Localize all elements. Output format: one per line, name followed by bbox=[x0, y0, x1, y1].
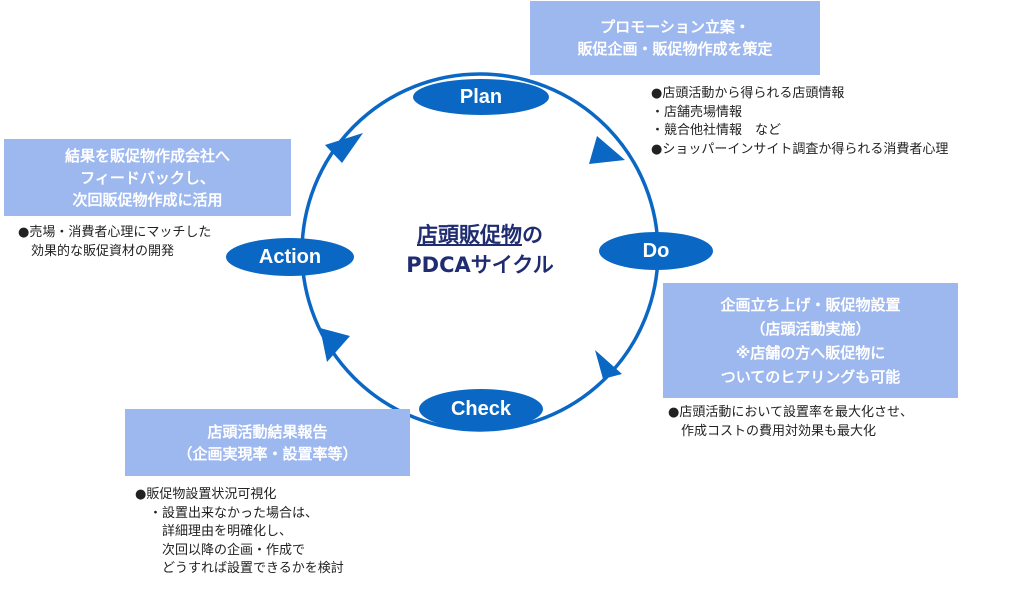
phase-do: Do bbox=[599, 232, 713, 270]
check-note: ●販促物設置状況可視化 bbox=[135, 487, 277, 502]
action-note: 効果的な販促資材の開発 bbox=[31, 243, 175, 259]
arrow-do-to-check bbox=[595, 350, 622, 379]
center-title-line1: 店頭販促物の bbox=[380, 220, 580, 250]
check-box: 店頭活動結果報告 （企画実現率・設置率等） bbox=[125, 409, 410, 476]
center-title-suffix: の bbox=[522, 223, 543, 247]
phase-plan: Plan bbox=[413, 79, 549, 115]
check-note: どうすれば設置できるかを検討 bbox=[162, 561, 344, 576]
center-title-underlined: 店頭販促物 bbox=[417, 223, 522, 247]
check-note: 次回以降の企画・作成で bbox=[162, 542, 306, 558]
action-notes: ●売場・消費者心理にマッチした 効果的な販促資材の開発 bbox=[18, 224, 211, 261]
plan-box: プロモーション立案・ 販促企画・販促物作成を策定 bbox=[530, 1, 820, 75]
plan-box-line: プロモーション立案・ bbox=[600, 18, 750, 36]
do-note: ●店頭活動において設置率を最大化させ、 bbox=[668, 405, 913, 420]
plan-note: ・店舗売場情報 bbox=[651, 104, 743, 120]
arrow-check-to-action bbox=[320, 328, 350, 362]
do-box-line: （店頭活動実施） bbox=[750, 319, 871, 338]
check-box-line: 店頭活動結果報告 bbox=[207, 422, 328, 441]
do-notes: ●店頭活動において設置率を最大化させ、 作成コストの費用対効果も最大化 bbox=[668, 404, 913, 441]
do-box: 企画立ち上げ・販促物設置 （店頭活動実施） ※店舗の方へ販促物に ついてのヒアリ… bbox=[663, 283, 958, 398]
action-box-line: 結果を販促物作成会社へ bbox=[64, 146, 230, 165]
action-box: 結果を販促物作成会社へ フィードバックし、 次回販促物作成に活用 bbox=[4, 139, 291, 216]
action-box-line: 次回販促物作成に活用 bbox=[72, 190, 223, 209]
plan-note: ●店頭活動から得られる店頭情報 bbox=[651, 86, 845, 101]
do-box-line: ついてのヒアリングも可能 bbox=[720, 367, 901, 386]
plan-box-line: 販促企画・販促物作成を策定 bbox=[577, 40, 773, 58]
check-note: ・設置出来なかった場合は、 bbox=[149, 505, 319, 521]
action-box-line: フィードバックし、 bbox=[80, 168, 215, 187]
plan-note: ・競合他社情報 など bbox=[651, 123, 782, 138]
do-box-line: 企画立ち上げ・販促物設置 bbox=[720, 295, 901, 314]
do-box-line: ※店舗の方へ販促物に bbox=[735, 343, 886, 362]
check-box-line: （企画実現率・設置率等） bbox=[177, 444, 358, 463]
arrow-plan-to-do bbox=[589, 136, 625, 164]
center-title: 店頭販促物の PDCAサイクル bbox=[380, 220, 580, 280]
plan-notes: ●店頭活動から得られる店頭情報 ・店舗売場情報 ・競合他社情報 など ●ショッパ… bbox=[651, 85, 948, 159]
plan-note: ●ショッパーインサイト調査か得られる消費者心理 bbox=[651, 141, 949, 157]
action-note: ●売場・消費者心理にマッチした bbox=[18, 225, 212, 240]
center-title-line2: PDCAサイクル bbox=[406, 253, 554, 277]
phase-action: Action bbox=[226, 238, 354, 276]
check-note: 詳細理由を明確化し、 bbox=[162, 524, 293, 539]
check-notes: ●販促物設置状況可視化 ・設置出来なかった場合は、 詳細理由を明確化し、 次回以… bbox=[135, 486, 344, 579]
arrow-action-to-plan bbox=[325, 133, 363, 163]
do-note: 作成コストの費用対効果も最大化 bbox=[681, 423, 877, 439]
phase-check: Check bbox=[419, 389, 543, 429]
